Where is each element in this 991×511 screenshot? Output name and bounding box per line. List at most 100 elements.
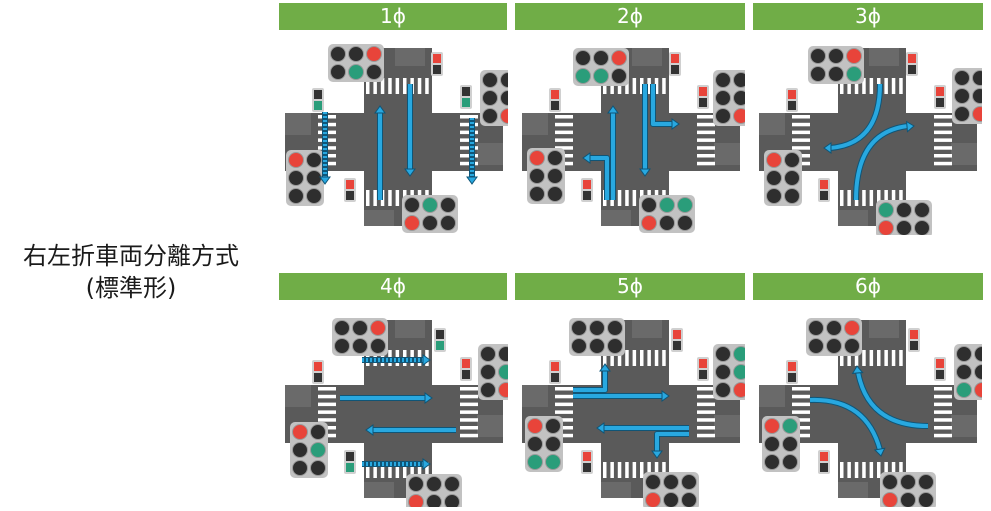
ped-signal-stop bbox=[910, 330, 918, 339]
signal-lamp bbox=[366, 64, 382, 80]
ped-signal-s bbox=[344, 178, 356, 202]
ped-signal-go bbox=[936, 98, 944, 107]
crosswalk-stripe bbox=[934, 122, 952, 127]
ped-signal-s bbox=[818, 178, 830, 202]
diagram-title: 右左折車両分離方式 (標準形) bbox=[0, 240, 262, 304]
crosswalk-stripe bbox=[610, 462, 614, 478]
crosswalk-stripe bbox=[877, 350, 881, 366]
ped-signal-e bbox=[934, 357, 946, 381]
ped-signal-e bbox=[460, 85, 472, 109]
lane-block bbox=[869, 320, 899, 338]
ped-signal-go bbox=[433, 65, 441, 74]
lane-block bbox=[395, 48, 425, 66]
signal-lamp bbox=[545, 418, 561, 434]
phase-diagram-5 bbox=[517, 312, 745, 507]
crosswalk-stripe bbox=[647, 350, 651, 366]
signal-lamp bbox=[593, 68, 609, 84]
signal-lamp bbox=[896, 202, 912, 218]
signal-lamp bbox=[974, 346, 982, 362]
crosswalk-stripe bbox=[632, 350, 637, 366]
lane-block bbox=[601, 210, 631, 226]
arrow-right-turn-east bbox=[809, 396, 883, 451]
signal-lamp bbox=[348, 64, 364, 80]
signal-lamp bbox=[611, 68, 627, 84]
ped-signal-stop bbox=[673, 330, 681, 339]
ped-signal-go bbox=[462, 370, 470, 379]
crosswalk-stripe bbox=[792, 146, 810, 150]
crosswalk-stripe bbox=[555, 115, 573, 119]
signal-lamp bbox=[306, 170, 322, 186]
lane-block bbox=[951, 415, 977, 437]
arrow-head-s bbox=[873, 447, 886, 457]
lane-block bbox=[759, 113, 785, 135]
phase-diagram-2 bbox=[517, 40, 745, 235]
signal-lamp bbox=[408, 476, 424, 492]
ped-signal-go bbox=[583, 191, 591, 200]
signal-lamp bbox=[547, 150, 563, 166]
crosswalk-stripe bbox=[395, 462, 400, 478]
crosswalk-stripe bbox=[395, 78, 400, 94]
signal-lamp bbox=[918, 474, 934, 490]
ped-signal-go bbox=[820, 191, 828, 200]
signal-lamp bbox=[882, 492, 898, 507]
phase-header-3: 3ϕ bbox=[753, 3, 983, 30]
lane-block bbox=[522, 385, 548, 407]
signal-lamp bbox=[611, 50, 627, 66]
crosswalk-stripe bbox=[854, 350, 859, 366]
ped-signal-go bbox=[551, 373, 559, 382]
intersection-3 bbox=[759, 46, 982, 235]
signal-lamp bbox=[715, 382, 731, 398]
signal-lamp bbox=[498, 346, 508, 362]
intersection-4 bbox=[285, 318, 508, 507]
crosswalk-stripe bbox=[460, 402, 478, 407]
signal-lamp bbox=[306, 188, 322, 204]
signal-lamp bbox=[306, 152, 322, 168]
crosswalk-stripe bbox=[891, 78, 896, 94]
signal-lamp bbox=[733, 72, 745, 88]
signal-lamp bbox=[288, 152, 304, 168]
lane-block bbox=[759, 385, 785, 407]
crosswalk-stripe bbox=[840, 350, 844, 366]
lane-block bbox=[285, 113, 311, 135]
signal-lamp bbox=[733, 346, 745, 362]
crosswalk-stripe bbox=[792, 122, 810, 127]
signal-lamp bbox=[715, 364, 731, 380]
crosswalk-stripe bbox=[934, 115, 952, 119]
signal-lamp bbox=[348, 46, 364, 62]
crosswalk-stripe bbox=[625, 78, 629, 94]
signal-lamp bbox=[288, 170, 304, 186]
arrow-head-n bbox=[374, 105, 386, 114]
signal-lamp bbox=[571, 320, 587, 336]
crosswalk-stripe bbox=[555, 130, 573, 135]
crosswalk-stripe bbox=[318, 394, 336, 399]
signal-lamp bbox=[575, 50, 591, 66]
signal-lamp bbox=[500, 72, 508, 88]
crosswalk-stripe bbox=[640, 78, 644, 94]
crosswalk-stripe bbox=[395, 190, 400, 206]
ped-signal-stop bbox=[583, 452, 591, 461]
signal-lamp bbox=[444, 494, 460, 507]
signal-east bbox=[713, 70, 745, 126]
lane-block bbox=[951, 143, 977, 165]
signal-lamp bbox=[292, 442, 308, 458]
signal-lamp bbox=[808, 338, 824, 354]
signal-south bbox=[402, 195, 458, 233]
arrow-head bbox=[582, 152, 591, 164]
lane-block bbox=[838, 482, 868, 498]
signal-lamp bbox=[882, 474, 898, 490]
arrow-head bbox=[873, 447, 886, 457]
signal-lamp bbox=[954, 70, 970, 86]
signal-lamp bbox=[527, 418, 543, 434]
signal-lamp bbox=[846, 66, 862, 82]
arrow-head-s bbox=[639, 168, 651, 177]
signal-lamp bbox=[677, 215, 693, 231]
signal-north bbox=[808, 46, 864, 84]
arrow-head bbox=[671, 118, 680, 130]
signal-lamp bbox=[529, 186, 545, 202]
lane-block bbox=[632, 48, 662, 66]
ped-signal-stop bbox=[671, 54, 679, 63]
crosswalk-stripe bbox=[625, 462, 629, 478]
crosswalk-stripe bbox=[617, 350, 622, 366]
phase-diagram-4 bbox=[280, 312, 508, 507]
ped-signal-stop bbox=[314, 362, 322, 371]
